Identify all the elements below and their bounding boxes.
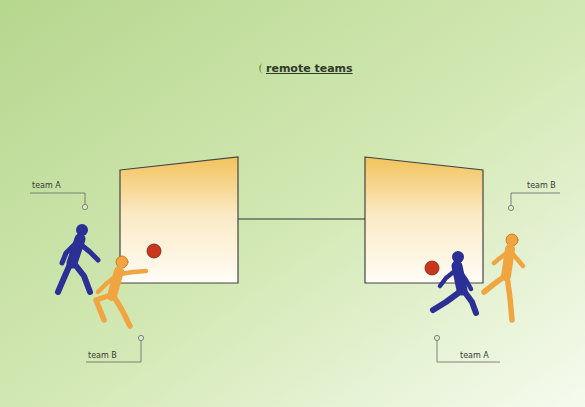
- player-figure: [433, 251, 476, 313]
- link-line: [238, 218, 365, 219]
- team-label: team B: [88, 351, 117, 360]
- team-label: team B: [527, 181, 556, 190]
- player-figure: [484, 234, 523, 320]
- player-figure: [58, 224, 98, 292]
- diagram-title: remote teams: [266, 62, 353, 75]
- leaf-mark: [259, 63, 262, 74]
- leader-line: [30, 193, 560, 362]
- ball: [147, 244, 161, 258]
- team-label: team A: [460, 351, 489, 360]
- screen-panel: [120, 157, 238, 283]
- player-figure: [96, 256, 146, 326]
- team-label: team A: [32, 181, 61, 190]
- ball: [425, 261, 439, 275]
- screen-panel: [365, 157, 483, 283]
